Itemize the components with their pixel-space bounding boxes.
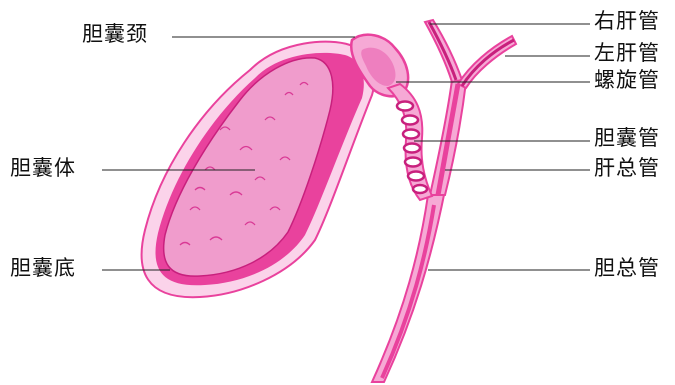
label-fundus: 胆囊底 bbox=[10, 258, 76, 279]
label-body: 胆囊体 bbox=[10, 158, 76, 179]
label-cystic-duct: 胆囊管 bbox=[594, 128, 660, 149]
gallbladder bbox=[142, 35, 409, 298]
label-common-hepatic: 肝总管 bbox=[594, 158, 660, 179]
label-neck: 胆囊颈 bbox=[82, 24, 148, 45]
label-left-hepatic: 左肝管 bbox=[594, 43, 660, 64]
label-spiral-valve: 螺旋管 bbox=[594, 70, 660, 91]
label-common-bile: 胆总管 bbox=[594, 258, 660, 279]
label-right-hepatic: 右肝管 bbox=[594, 11, 660, 32]
common-bile-duct bbox=[372, 190, 445, 382]
right-hepatic-duct-lumen bbox=[429, 22, 456, 80]
cystic-duct bbox=[388, 84, 432, 200]
